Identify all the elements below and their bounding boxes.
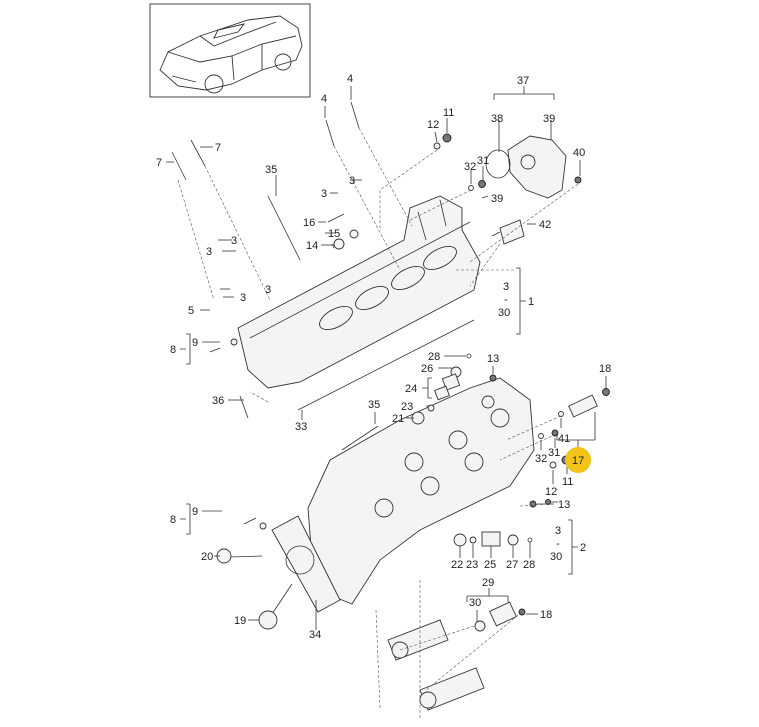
part-label-28[interactable]: 28 xyxy=(428,351,440,363)
part-label-4[interactable]: 4 xyxy=(347,73,353,85)
part-label-36[interactable]: 36 xyxy=(212,395,224,407)
part-label-8[interactable]: 8 xyxy=(170,344,176,356)
part-label-21[interactable]: 21 xyxy=(392,413,404,425)
part-label-26[interactable]: 26 xyxy=(421,363,433,375)
part-label-34[interactable]: 34 xyxy=(309,629,321,641)
vacuum-pump xyxy=(485,135,567,199)
part-label-4[interactable]: 4 xyxy=(321,93,327,105)
part-label-35[interactable]: 35 xyxy=(368,399,380,411)
bolts xyxy=(171,101,475,630)
part-label-9[interactable]: 9 xyxy=(192,337,198,349)
part-label-23[interactable]: 23 xyxy=(466,559,478,571)
car-icon xyxy=(159,15,303,94)
part-label-5[interactable]: 5 xyxy=(188,305,194,317)
part-labels: 1 3 - 30 2 3 - 30 3 3 3 3 3 3 3 4 4 5 7 … xyxy=(156,73,611,641)
part-label-20[interactable]: 20 xyxy=(201,551,213,563)
part-label-2[interactable]: 2 xyxy=(580,542,586,554)
highlight-marker xyxy=(565,447,591,473)
part-label-40[interactable]: 40 xyxy=(573,147,585,159)
part-label-24[interactable]: 24 xyxy=(405,383,417,395)
part-label-3[interactable]: 3 xyxy=(555,525,561,537)
part-label-3[interactable]: 3 xyxy=(321,188,327,200)
part-label-19[interactable]: 19 xyxy=(234,615,246,627)
part-label-25[interactable]: 25 xyxy=(484,559,496,571)
part-label-17[interactable]: 17 xyxy=(572,455,584,467)
part-label-32[interactable]: 32 xyxy=(535,453,547,465)
part-label-12[interactable]: 12 xyxy=(427,119,439,131)
part-label-38[interactable]: 38 xyxy=(491,113,503,125)
part-label-37[interactable]: 37 xyxy=(517,75,529,87)
part-label-27[interactable]: 27 xyxy=(506,559,518,571)
part-label-29[interactable]: 29 xyxy=(482,577,494,589)
part-label-35[interactable]: 35 xyxy=(265,164,277,176)
part-label-39[interactable]: 39 xyxy=(543,113,555,125)
part-label-3[interactable]: 3 xyxy=(349,175,355,187)
part-label-41[interactable]: 41 xyxy=(558,433,570,445)
vehicle-thumbnail xyxy=(149,3,311,98)
part-label-11[interactable]: 11 xyxy=(562,476,573,488)
part-label-1[interactable]: 1 xyxy=(528,296,534,308)
part-label-3[interactable]: 3 xyxy=(503,281,509,293)
part-label-30[interactable]: 30 xyxy=(469,597,481,609)
part-label-3[interactable]: 3 xyxy=(231,235,237,247)
part-label-14[interactable]: 14 xyxy=(306,240,318,252)
part-label-8[interactable]: 8 xyxy=(170,514,176,526)
part-label-11[interactable]: 11 xyxy=(443,107,454,119)
sensor xyxy=(491,219,525,245)
range-dash: - xyxy=(504,294,508,306)
part-label-31[interactable]: 31 xyxy=(477,155,489,167)
part-label-18[interactable]: 18 xyxy=(599,363,611,375)
part-label-39[interactable]: 39 xyxy=(491,193,503,205)
part-label-23[interactable]: 23 xyxy=(401,401,413,413)
part-label-7[interactable]: 7 xyxy=(156,157,162,169)
range-dash: - xyxy=(556,538,560,550)
camshaft-assembly xyxy=(387,619,485,711)
part-label-42[interactable]: 42 xyxy=(539,219,551,231)
part-label-7[interactable]: 7 xyxy=(215,142,221,154)
assembly-lines xyxy=(177,127,579,720)
part-label-28[interactable]: 28 xyxy=(523,559,535,571)
head-gasket xyxy=(271,515,341,613)
part-label-22[interactable]: 22 xyxy=(451,559,463,571)
small-parts xyxy=(230,133,610,632)
part-label-32[interactable]: 32 xyxy=(464,161,476,173)
part-label-9[interactable]: 9 xyxy=(192,506,198,518)
part-label-30[interactable]: 30 xyxy=(550,551,562,563)
part-label-13[interactable]: 13 xyxy=(487,353,499,365)
leader-lines xyxy=(166,86,607,630)
part-label-16[interactable]: 16 xyxy=(303,217,315,229)
upper-cylinder-head xyxy=(237,195,481,389)
part-label-3[interactable]: 3 xyxy=(206,246,212,258)
part-label-13[interactable]: 13 xyxy=(558,499,570,511)
part-label-33[interactable]: 33 xyxy=(295,421,307,433)
lower-cylinder-head xyxy=(307,377,535,605)
part-label-18[interactable]: 18 xyxy=(540,609,552,621)
part-label-12[interactable]: 12 xyxy=(545,486,557,498)
part-label-31[interactable]: 31 xyxy=(548,447,560,459)
part-label-3[interactable]: 3 xyxy=(240,292,246,304)
part-label-30[interactable]: 30 xyxy=(498,307,510,319)
part-label-3[interactable]: 3 xyxy=(265,284,271,296)
part-label-15[interactable]: 15 xyxy=(328,228,340,240)
